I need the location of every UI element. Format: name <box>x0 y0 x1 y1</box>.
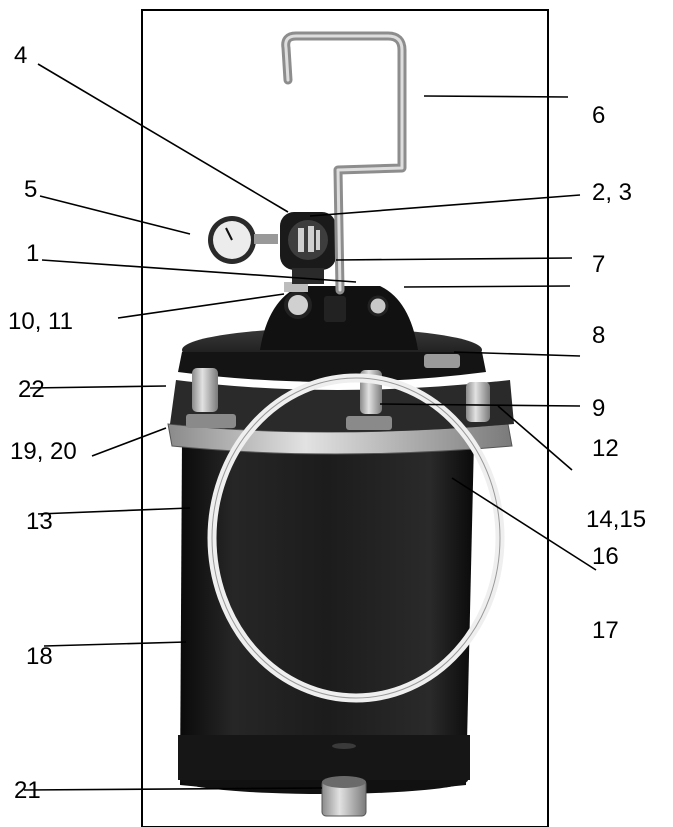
label-22: 22 <box>18 376 45 403</box>
leader-6 <box>423 95 569 98</box>
drain-fitting <box>321 743 367 817</box>
leader-8 <box>453 351 581 357</box>
leader-5 <box>39 195 191 235</box>
leader-1011 <box>117 293 285 319</box>
label-5: 5 <box>24 176 38 203</box>
label-21: 21 <box>14 777 41 804</box>
label-10-11: 10, 11 <box>8 308 73 335</box>
lid-fittings <box>284 282 389 322</box>
pressure-gauge <box>208 216 278 264</box>
label-1: 1 <box>26 240 40 267</box>
label-13: 13 <box>26 508 53 535</box>
handle-tube <box>281 31 407 295</box>
tank-body <box>178 440 474 794</box>
pressure-regulator <box>280 212 336 284</box>
leader-7 <box>335 257 573 261</box>
label-12: 12 <box>592 435 619 462</box>
leader-13 <box>37 507 191 515</box>
leader-12 <box>497 405 573 471</box>
label-18: 18 <box>26 643 53 670</box>
label-9: 9 <box>592 395 606 422</box>
leader-9 <box>379 403 581 407</box>
label-17: 17 <box>592 617 619 644</box>
leader-16 <box>451 477 597 571</box>
leader-23 <box>309 194 581 217</box>
leader-22 <box>29 385 167 389</box>
leader-1920 <box>91 427 167 457</box>
label-8: 8 <box>592 322 606 349</box>
leader-1 <box>41 259 357 283</box>
leader-lines <box>23 63 597 791</box>
label-7: 7 <box>592 251 606 278</box>
label-2-3: 2, 3 <box>592 179 633 206</box>
label-4: 4 <box>14 42 28 69</box>
label-16: 16 <box>592 543 619 570</box>
label-19-20: 19, 20 <box>10 438 77 465</box>
label-6: 6 <box>592 102 606 129</box>
leader-7b <box>403 285 571 288</box>
leader-4 <box>37 63 289 213</box>
leader-18 <box>43 641 187 647</box>
leader-21 <box>23 787 323 791</box>
label-14-15: 14,15 <box>586 506 647 533</box>
